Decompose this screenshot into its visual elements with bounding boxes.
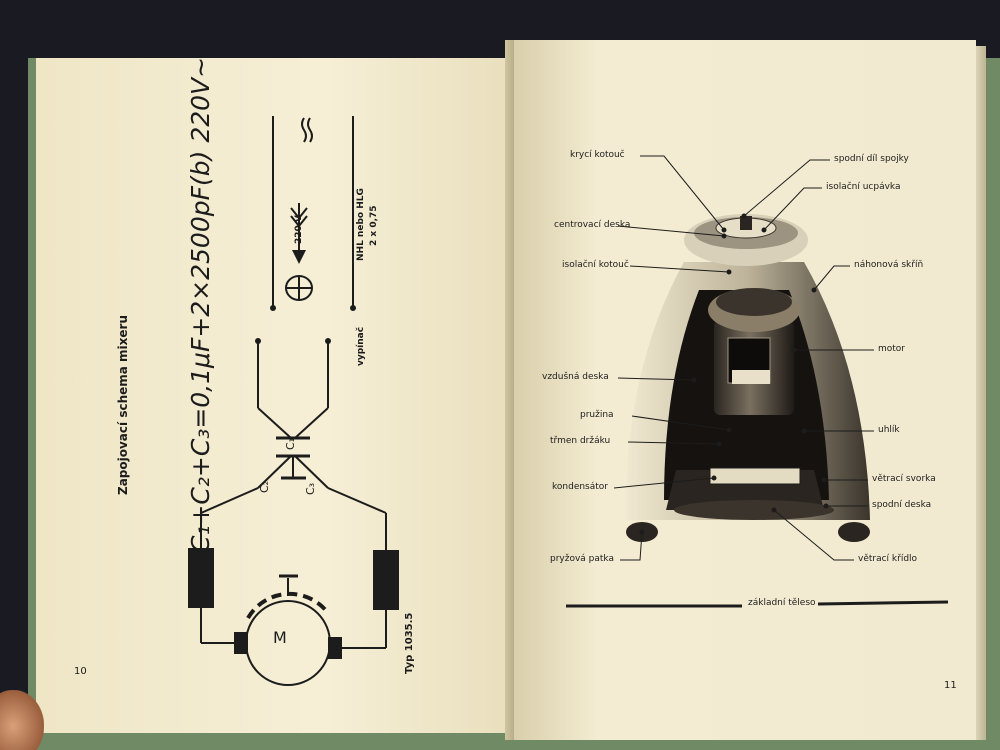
label-vetraci-svorka: větrací svorka	[872, 474, 936, 484]
label-isolacni-ucpavka: isolační ucpávka	[826, 182, 901, 192]
label-motor: motor	[878, 344, 906, 354]
cable-size-label: 2 x 0,75	[369, 205, 379, 246]
label-nahonova-skrin: náhonová skříň	[854, 260, 924, 270]
thumb	[0, 690, 44, 750]
schematic-title: Zapojovací schema mixeru	[116, 315, 130, 495]
label-isolacni-kotouc: isolační kotouč	[562, 260, 629, 270]
switch-label: vypínač	[356, 326, 366, 366]
wiring-schematic	[188, 116, 399, 686]
label-trmen-drzaku: třmen držáku	[550, 436, 611, 446]
page-number-right: 11	[944, 680, 957, 691]
label-spodni-deska: spodní deska	[872, 500, 932, 510]
page-number-left: 10	[74, 666, 87, 677]
label-vetraci-kridlo: větrací křídlo	[858, 554, 918, 564]
label-kondensator: kondensátor	[552, 482, 608, 492]
rubber-foot	[838, 522, 870, 542]
capacitor-formula: C₁+C₂+C₃=0,1μF+2×2500pF(b) 220V~	[186, 56, 215, 553]
mixer-cutaway-diagram	[566, 155, 949, 608]
cable-type-label: NHL nebo HLG	[356, 188, 366, 261]
label-kryci-kotouc: krycí kotouč	[570, 150, 625, 160]
base-label: základní těleso	[748, 598, 816, 608]
motor-symbol: M	[273, 628, 287, 647]
right-page: krycí kotouč centrovací deska isolační k…	[514, 40, 976, 740]
left-page: Zapojovací schema mixeru C₁+C₂+C₃=0,1μF+…	[36, 56, 514, 733]
field-coil-left	[188, 548, 214, 608]
label-spodni-dil-spojky: spodní díl spojky	[834, 154, 909, 164]
label-pruzina: pružina	[580, 410, 614, 420]
type-label: Typ 1035.5	[404, 612, 415, 674]
label-pryzova-patka: pryžová patka	[550, 554, 614, 564]
label-vzdusna-deska: vzdušná deska	[542, 372, 609, 382]
voltage-label: 220 V	[294, 215, 304, 244]
condenser	[709, 467, 801, 485]
cap-c2-label: C₂	[258, 480, 271, 493]
label-uhlik: uhlík	[878, 425, 900, 435]
label-centrovaci-deska: centrovací deska	[554, 220, 631, 230]
field-coil-right	[373, 550, 399, 610]
cap-c3-label: C₃	[304, 482, 317, 495]
cap-c1-label: C₁	[284, 437, 297, 450]
